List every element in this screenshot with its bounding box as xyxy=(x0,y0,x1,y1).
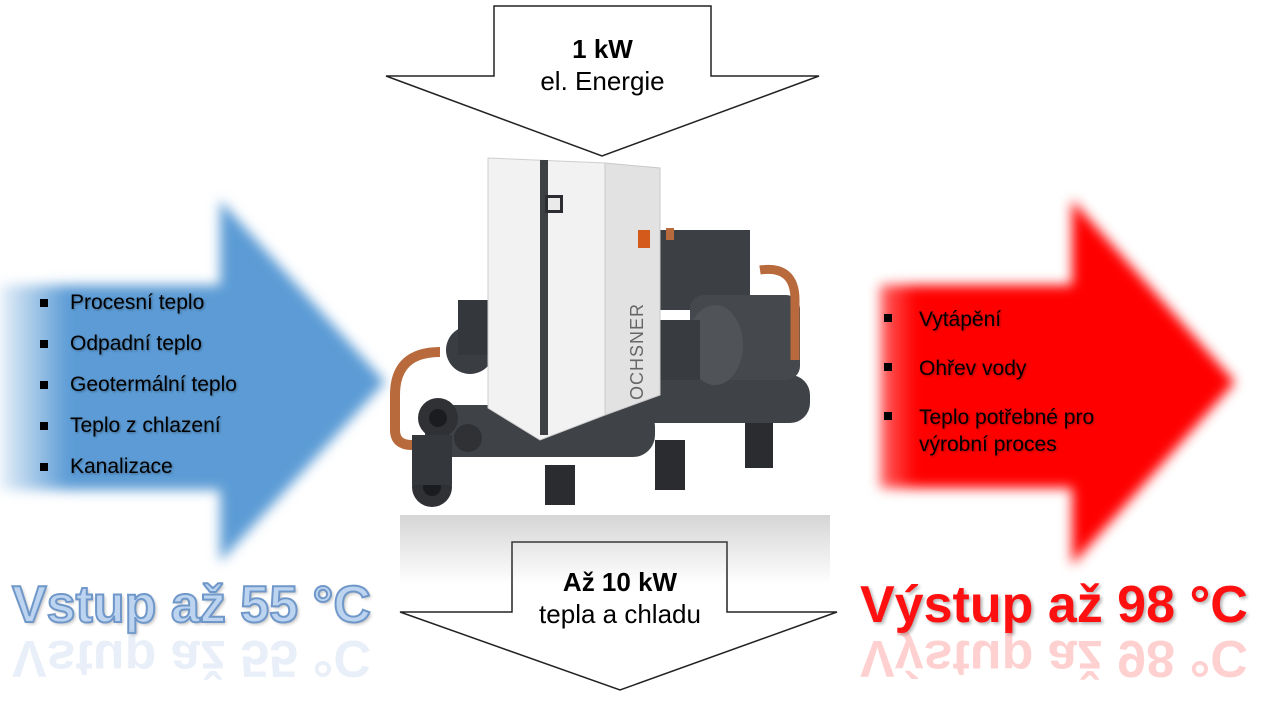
input-temperature-reflection: Vstup až 55 °C xyxy=(12,629,371,687)
input-temperature-label: Vstup až 55 °C xyxy=(11,575,372,635)
output-use-item-text: Vytápění xyxy=(919,308,1002,331)
bullet-square-icon xyxy=(884,412,892,420)
input-source-item-text: Procesní teplo xyxy=(70,291,205,314)
heat-pump-machine: OCHSNER xyxy=(390,157,830,585)
input-source-item-text: Geotermální teplo xyxy=(70,373,237,396)
energy-arrow xyxy=(385,5,820,157)
output-temperature-reflection: Výstup až 98 °C xyxy=(860,629,1248,687)
bullet-square-icon xyxy=(884,314,892,322)
bullet-square-icon xyxy=(40,340,48,348)
input-arrow xyxy=(0,200,385,562)
bullet-square-icon xyxy=(40,299,48,307)
input-source-item-text: Kanalizace xyxy=(70,455,173,478)
input-source-item: Procesní teplo xyxy=(40,292,237,313)
input-source-item: Kanalizace xyxy=(40,456,237,477)
input-source-item: Teplo z chlazení xyxy=(40,415,237,436)
output-temperature-label: Výstup až 98 °C xyxy=(860,576,1248,634)
energy-output-label: tepla a chladu xyxy=(539,599,701,629)
energy-input-label: el. Energie xyxy=(540,66,665,96)
output-use-item: Ohřev vody xyxy=(884,355,1164,382)
output-use-item: Teplo potřebné pro výrobní proces xyxy=(884,404,1164,458)
energy-input-value: 1 kW xyxy=(572,34,633,64)
output-use-item: Vytápění xyxy=(884,306,1164,333)
output-arrow xyxy=(880,200,1235,565)
bullet-square-icon xyxy=(40,422,48,430)
output-use-item-text: Teplo potřebné pro výrobní proces xyxy=(919,406,1095,456)
bullet-square-icon xyxy=(40,463,48,471)
bullet-square-icon xyxy=(884,363,892,371)
energy-output-value: Až 10 kW xyxy=(562,567,678,597)
energy-arrow-text: 1 kW el. Energie xyxy=(494,33,711,97)
output-energy-arrow-text: Až 10 kW tepla a chladu xyxy=(505,566,735,630)
bullet-square-icon xyxy=(40,381,48,389)
input-source-item-text: Odpadní teplo xyxy=(70,332,202,355)
output-use-item-text: Ohřev vody xyxy=(919,357,1027,380)
input-source-item: Odpadní teplo xyxy=(40,333,237,354)
machine-brand-text: OCHSNER xyxy=(627,303,647,400)
input-source-item: Geotermální teplo xyxy=(40,374,237,395)
input-source-item-text: Teplo z chlazení xyxy=(70,414,221,437)
